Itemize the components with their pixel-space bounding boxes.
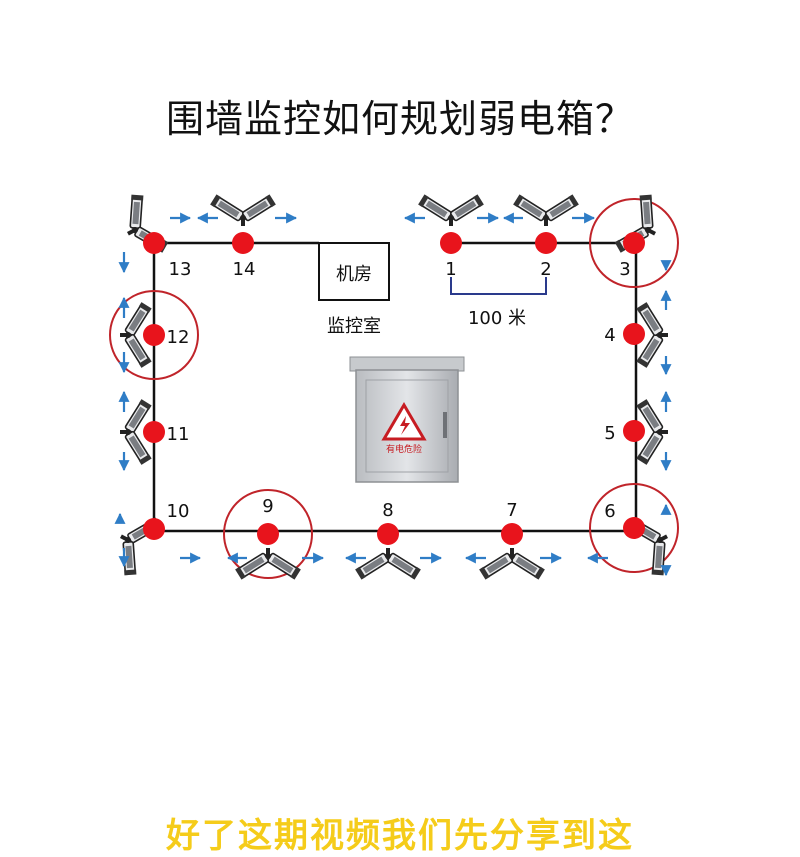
node-label: 5 <box>604 423 615 444</box>
highlight-circle-12 <box>109 290 199 380</box>
node-dot <box>143 421 165 443</box>
node-dot <box>257 523 279 545</box>
node-9: 9 <box>257 496 279 545</box>
security-camera-icon <box>355 548 421 580</box>
warning-label: 有电危险 <box>386 443 422 455</box>
highlight-circle-3 <box>589 198 679 288</box>
node-dot <box>623 323 645 345</box>
node-8: 8 <box>377 500 399 545</box>
node-label: 10 <box>167 501 190 522</box>
security-camera-icon <box>120 399 152 465</box>
node-2: 2 <box>535 232 557 280</box>
security-camera-icon <box>126 194 169 253</box>
node-3: 3 <box>619 232 645 280</box>
security-camera-icon <box>120 302 152 368</box>
node-dot <box>623 232 645 254</box>
node-4: 4 <box>604 323 645 346</box>
coverage-arrows <box>114 212 672 577</box>
node-label: 1 <box>445 259 456 280</box>
node-dot <box>143 518 165 540</box>
security-camera-icon <box>418 194 484 226</box>
highlight-circles <box>109 198 679 579</box>
high-voltage-warning-icon <box>381 402 427 441</box>
node-7: 7 <box>501 500 523 545</box>
node-dot <box>232 232 254 254</box>
highlight-circle-6 <box>589 483 679 573</box>
highlight-circle-9 <box>223 489 313 579</box>
node-13: 13 <box>143 232 191 280</box>
node-label: 3 <box>619 259 630 280</box>
node-label: 6 <box>604 501 615 522</box>
node-12: 12 <box>143 324 189 348</box>
video-subtitle: 好了这期视频我们先分享到这 <box>166 816 634 856</box>
security-camera-icon <box>513 194 579 226</box>
node-label: 11 <box>167 424 190 445</box>
node-label: 2 <box>540 259 551 280</box>
security-camera-icon <box>636 399 668 465</box>
security-camera-icon <box>235 548 301 580</box>
node-11: 11 <box>143 421 189 445</box>
node-dot <box>623 517 645 539</box>
node-dot <box>535 232 557 254</box>
security-camera-icon <box>210 194 276 226</box>
node-label: 8 <box>382 500 393 521</box>
node-5: 5 <box>604 420 645 444</box>
node-dot <box>623 420 645 442</box>
node-label: 9 <box>262 496 273 517</box>
node-label: 14 <box>233 259 256 280</box>
security-camera-icon <box>636 302 668 368</box>
distance-bracket: 100 米 <box>450 277 547 329</box>
electrical-box: 有电危险 <box>349 356 465 483</box>
node-label: 13 <box>169 259 192 280</box>
diagram-title: 围墙监控如何规划弱电箱？ <box>165 97 634 141</box>
machine-room: 机房 监控室 <box>318 242 390 337</box>
monitoring-room-caption: 监控室 <box>327 316 381 337</box>
node-1: 1 <box>440 232 462 280</box>
machine-room-label: 机房 <box>336 264 372 285</box>
node-dot <box>501 523 523 545</box>
node-dot <box>440 232 462 254</box>
node-dot <box>143 232 165 254</box>
node-10: 10 <box>143 501 189 540</box>
node-label: 7 <box>506 500 517 521</box>
node-6: 6 <box>604 501 645 539</box>
node-label: 12 <box>167 327 190 348</box>
node-dot <box>143 324 165 346</box>
node-dot <box>377 523 399 545</box>
node-14: 14 <box>232 232 255 280</box>
security-camera-icon <box>479 548 545 580</box>
distance-label: 100 米 <box>468 308 526 329</box>
node-label: 4 <box>604 325 615 346</box>
